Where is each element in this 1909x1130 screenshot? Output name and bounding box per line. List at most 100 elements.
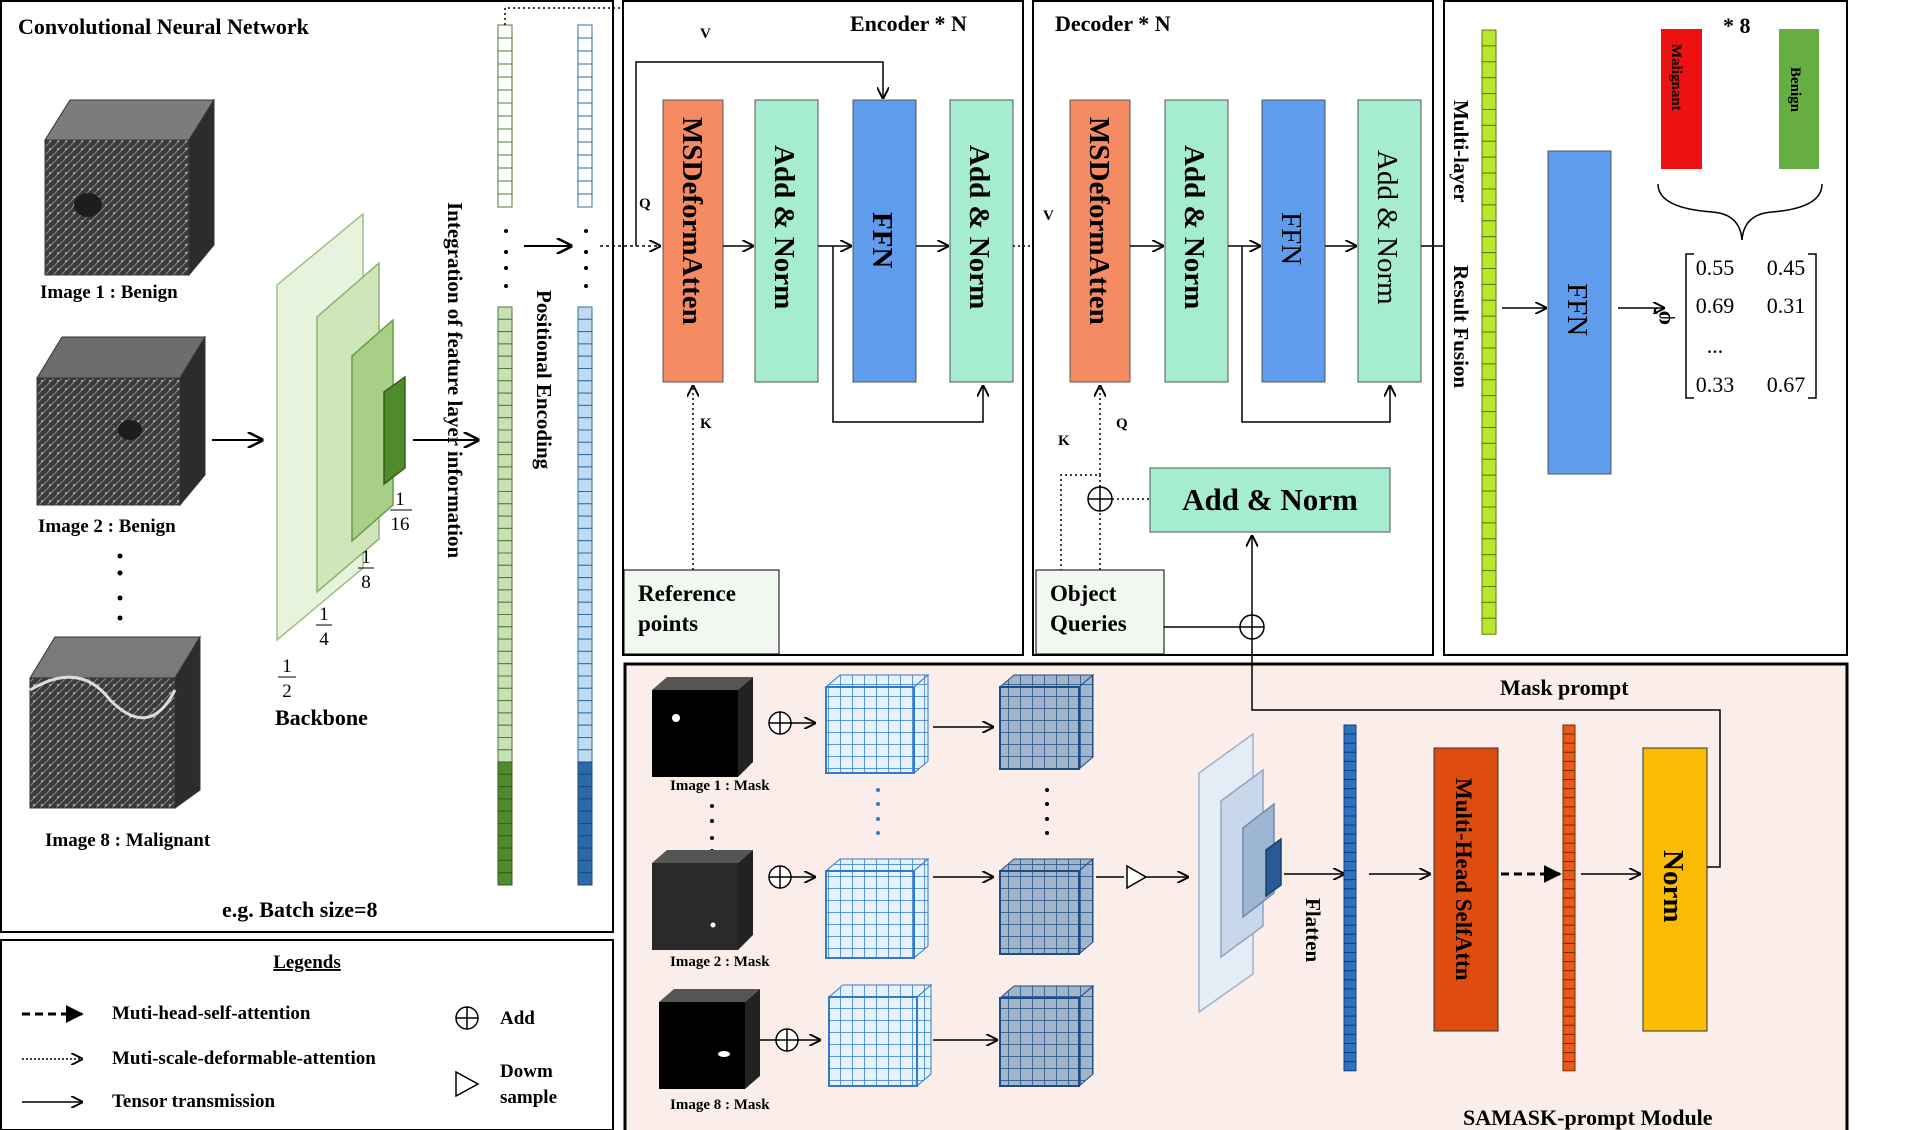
flatten-token — [1343, 961, 1357, 972]
attention-token — [1562, 870, 1576, 881]
legend-downsample-icon — [455, 1070, 480, 1098]
fusion-token — [1481, 124, 1497, 142]
positional-token — [577, 368, 593, 382]
mask-label-1: Image 1 : Mask — [670, 778, 770, 794]
feature-token — [497, 343, 513, 357]
flatten-token — [1343, 833, 1357, 844]
fusion-token — [1481, 538, 1497, 556]
positional-token — [577, 540, 593, 554]
fraction-sixteenth: 1 16 — [390, 489, 412, 535]
matrix-r1c2: 0.45 — [1767, 255, 1806, 280]
feature-token — [497, 823, 513, 837]
fusion-token — [1481, 268, 1497, 285]
feature-token — [497, 89, 513, 104]
encoder-ffn-block — [852, 99, 917, 383]
feature-token — [497, 180, 513, 195]
decoder-q-label: Q — [1116, 416, 1128, 432]
attention-token — [1562, 815, 1576, 826]
positional-token — [577, 835, 593, 849]
image-cube-2 — [36, 335, 206, 507]
fusion-token — [1481, 331, 1497, 349]
positional-token — [577, 193, 593, 208]
feature-token — [497, 724, 513, 739]
flatten-token — [1343, 742, 1357, 753]
fusion-token — [1481, 45, 1497, 63]
positional-token — [577, 650, 593, 665]
flatten-token — [1343, 724, 1357, 735]
feature-token — [497, 761, 513, 775]
mask-add-icon-8 — [775, 1028, 799, 1052]
encoder-addnorm-label-1: Add & Norm — [768, 145, 800, 309]
fusion-token — [1481, 156, 1497, 174]
fusion-token — [1481, 411, 1497, 429]
attention-token — [1562, 1043, 1576, 1054]
flatten-token — [1343, 952, 1357, 963]
flatten-token — [1343, 970, 1357, 981]
positional-token — [577, 527, 593, 542]
flattened-token-column — [1343, 724, 1357, 1072]
result-fusion-column — [1481, 29, 1497, 635]
positional-token — [577, 663, 593, 677]
attention-token — [1562, 770, 1576, 781]
fusion-token — [1481, 506, 1497, 524]
feature-token — [497, 847, 513, 861]
positional-token — [577, 859, 593, 874]
feature-token — [497, 638, 513, 652]
matrix-r2c2: 0.31 — [1767, 293, 1806, 318]
positional-token — [577, 761, 593, 775]
fusion-token — [1481, 379, 1497, 397]
feature-token — [497, 193, 513, 208]
attention-token — [1562, 961, 1576, 972]
feature-token — [497, 552, 513, 566]
norm-block — [1642, 747, 1708, 1032]
flatten-token — [1343, 779, 1357, 790]
image-cube-8 — [29, 635, 201, 809]
samask-panel: Image 1 : Mask Image 2 : Mask Image 8 : … — [623, 639, 1849, 1130]
feature-token — [497, 859, 513, 874]
embed-grid-8 — [827, 983, 933, 1088]
fusion-token — [1481, 29, 1497, 47]
classes-brace — [1657, 183, 1823, 241]
feature-token — [497, 50, 513, 65]
decoder-ffn-block — [1261, 99, 1326, 383]
decoder-v-label: V — [1043, 208, 1054, 224]
fusion-token — [1481, 172, 1497, 190]
integration-label: Integration of feature layer information — [443, 202, 467, 558]
fusion-token — [1481, 427, 1497, 444]
encoder-v-label: V — [700, 26, 711, 42]
fusion-token — [1481, 347, 1497, 365]
flatten-token — [1343, 1061, 1357, 1072]
feature-token — [497, 577, 513, 591]
attention-token — [1562, 924, 1576, 935]
feature-token — [497, 663, 513, 677]
fusion-token — [1481, 204, 1497, 222]
flatten-token — [1343, 897, 1357, 908]
embed-grid-1 — [824, 673, 930, 775]
matrix-r4c2: 0.67 — [1767, 372, 1806, 397]
fraction-quarter: 1 4 — [316, 604, 332, 650]
object-queries-label-1: Object — [1050, 581, 1117, 606]
object-queries-label-2: Queries — [1050, 611, 1127, 636]
legend-tensor-label: Tensor transmission — [112, 1091, 276, 1112]
positional-token — [577, 417, 593, 431]
fusion-token — [1481, 220, 1497, 238]
norm-label: Norm — [1657, 850, 1689, 922]
attention-token — [1562, 942, 1576, 954]
cnn-title: Convolutional Neural Network — [18, 14, 310, 39]
fusion-token — [1481, 586, 1497, 603]
flatten-token — [1343, 824, 1357, 835]
attention-token — [1562, 779, 1576, 790]
positional-token — [577, 89, 593, 104]
flatten-token — [1343, 870, 1357, 881]
legends-panel: Legends Muti-head-self-attention Muti-sc… — [0, 939, 614, 1130]
decoder-addnorm-label-2: Add & Norm — [1371, 150, 1403, 305]
positional-token — [577, 63, 593, 78]
decoder-addnorm-block-2 — [1357, 99, 1422, 383]
feature-token — [497, 589, 513, 603]
positional-token — [577, 675, 593, 689]
feature-token — [497, 798, 513, 812]
object-queries-box — [1035, 569, 1165, 655]
feature-token — [497, 478, 513, 493]
attention-token — [1562, 1024, 1576, 1035]
